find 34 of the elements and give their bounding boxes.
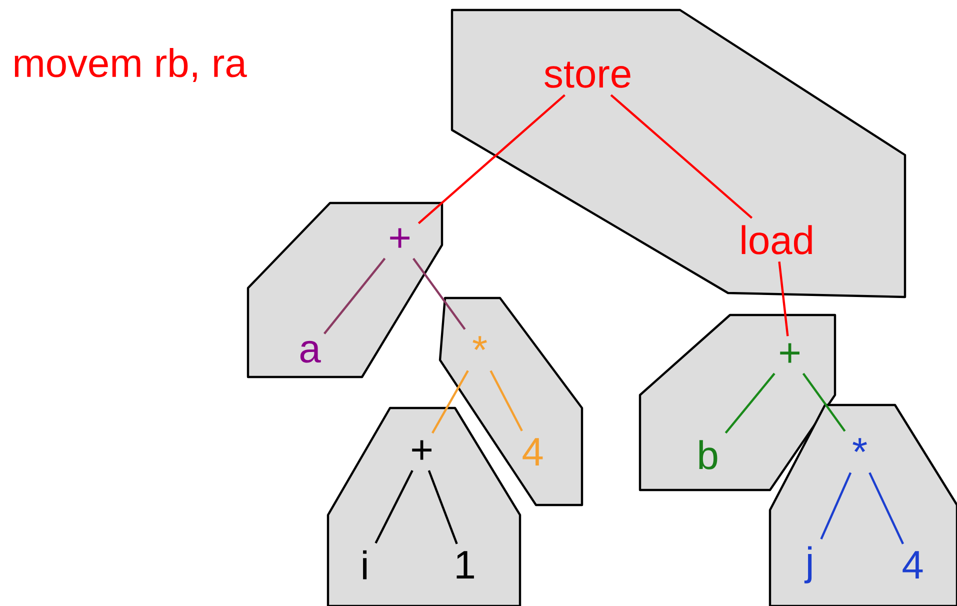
instruction-label: movem rb, ra (14, 48, 247, 82)
tree-label: * (472, 336, 487, 350)
tree-label: i (363, 550, 367, 580)
tree-label: + (390, 228, 410, 248)
tree-edge (323, 258, 386, 334)
tile-polygon (638, 314, 836, 492)
tree-label: store (544, 62, 630, 88)
tree-label: 1 (456, 551, 474, 578)
tree-label: * (852, 438, 867, 452)
tree-label: a (300, 340, 321, 363)
tree-edge (724, 372, 776, 434)
tree-edge (778, 262, 789, 336)
tile-polygon (450, 8, 906, 298)
tree-edge (820, 472, 852, 540)
tree-edge (868, 472, 904, 544)
tree-label: + (412, 440, 432, 460)
tree-label: load (742, 225, 812, 254)
tree-label: + (780, 343, 800, 363)
tree-label: b (699, 440, 718, 470)
tree-edge (490, 370, 523, 432)
tree-label: 4 (902, 551, 923, 578)
tile-polygon (768, 404, 957, 606)
tree-edge (412, 258, 466, 330)
tile-polygon (246, 202, 444, 378)
tree-edge (431, 370, 469, 434)
tree-edge (418, 94, 566, 224)
tree-edge (374, 470, 414, 544)
tree-edge (428, 470, 458, 544)
tree-label: 4 (522, 438, 543, 466)
tile-polygon (326, 406, 522, 606)
tree-edge (610, 94, 753, 219)
tree-label: j (804, 546, 812, 584)
tree-edge (802, 372, 846, 432)
tile-polygon (438, 296, 584, 506)
